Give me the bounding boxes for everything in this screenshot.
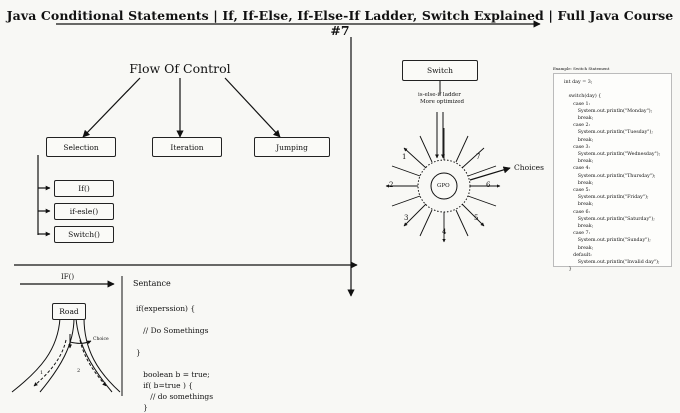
switch-number-6: 6 bbox=[486, 181, 491, 189]
switch-number-2: 2 bbox=[389, 181, 394, 189]
road-box: Road bbox=[52, 303, 86, 320]
gpo-label: GPO bbox=[437, 183, 450, 189]
switch-example-code: int day = 3; switch(day) { case 1: Syste… bbox=[564, 80, 661, 273]
switch-number-5: 5 bbox=[474, 214, 479, 222]
switch-note-2: More optimized bbox=[420, 99, 465, 105]
jumping-box: Jumping bbox=[254, 137, 330, 157]
diagram-lines bbox=[11, 20, 541, 396]
switch-note-1: is-else-if ladder bbox=[418, 92, 461, 98]
switch-title-box: Switch bbox=[402, 60, 478, 81]
iteration-box: Iteration bbox=[152, 137, 222, 157]
switch-number-7: 7 bbox=[476, 153, 481, 161]
if-label: IF() bbox=[61, 273, 75, 281]
page-title: Java Conditional Statements | If, If-Els… bbox=[6, 8, 674, 38]
if-box: If() bbox=[54, 180, 114, 197]
if-code: if(experssion) { // Do Somethings } bool… bbox=[136, 304, 214, 412]
sentance-label: Sentance bbox=[133, 279, 171, 288]
switch-example-panel: int day = 3; switch(day) { case 1: Syste… bbox=[553, 73, 672, 272]
flow-of-control-title: Flow Of Control bbox=[129, 61, 231, 76]
branch-1-label: 1 bbox=[40, 370, 44, 376]
choice-label: Choice bbox=[93, 337, 109, 342]
selection-box: Selection bbox=[46, 137, 116, 157]
switch-number-1: 1 bbox=[402, 153, 407, 161]
switch-number-3: 3 bbox=[404, 214, 409, 222]
switch-box: Switch() bbox=[54, 226, 114, 243]
branch-2-label: 2 bbox=[77, 368, 81, 374]
example-header: Example: Switch Statement bbox=[553, 66, 610, 71]
choices-label: Choices bbox=[514, 163, 544, 172]
if-else-box: if-esle() bbox=[54, 203, 114, 220]
switch-number-4: 4 bbox=[442, 228, 447, 236]
